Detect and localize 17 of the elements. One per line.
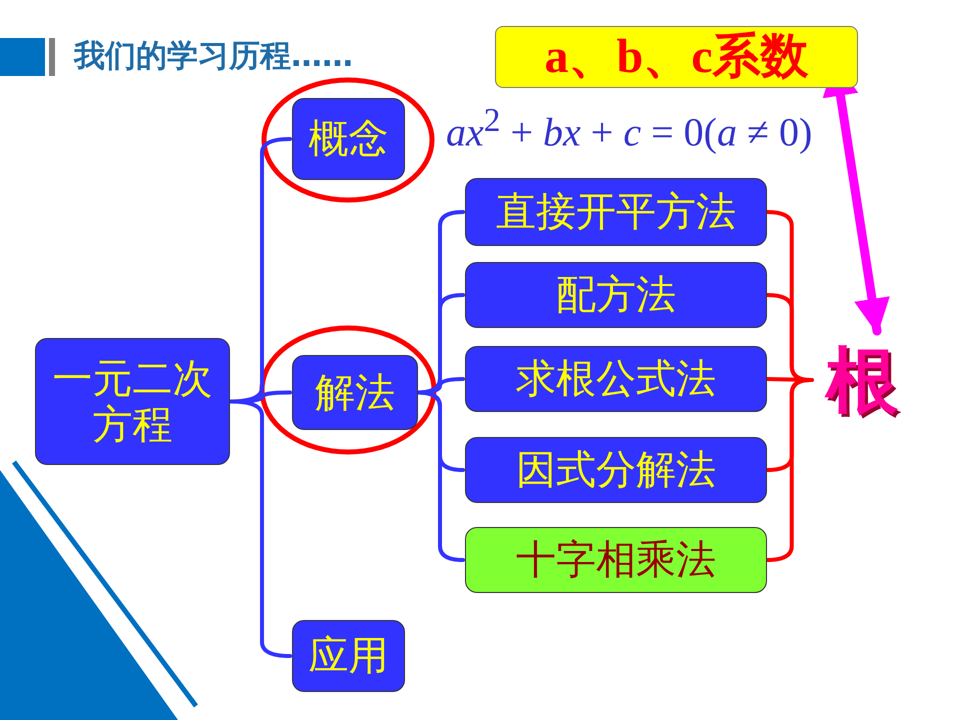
title: 我们的学习历程…… [74, 37, 353, 76]
root-text: 根 [812, 335, 912, 425]
topic-box: 概念 [292, 98, 405, 180]
method-box: 直接开平方法 [465, 178, 767, 246]
brace-line [416, 390, 465, 562]
method-box: 配方法 [465, 262, 767, 328]
method-box: 求根公式法 [465, 346, 767, 412]
method-box: 十字相乘法 [465, 527, 767, 593]
coefficient-box: a、b、c系数 [495, 26, 858, 88]
topic-box: 应用 [292, 620, 405, 692]
topic-box: 一元二次方程 [35, 338, 230, 465]
equation: ax$^{2}$ + bx + c = 0(a ≠ 0) [446, 102, 812, 156]
brace-line [228, 400, 292, 658]
method-box: 因式分解法 [465, 437, 767, 503]
brace-line [765, 378, 812, 562]
brace-line [765, 377, 814, 382]
topic-box: 解法 [292, 355, 418, 430]
